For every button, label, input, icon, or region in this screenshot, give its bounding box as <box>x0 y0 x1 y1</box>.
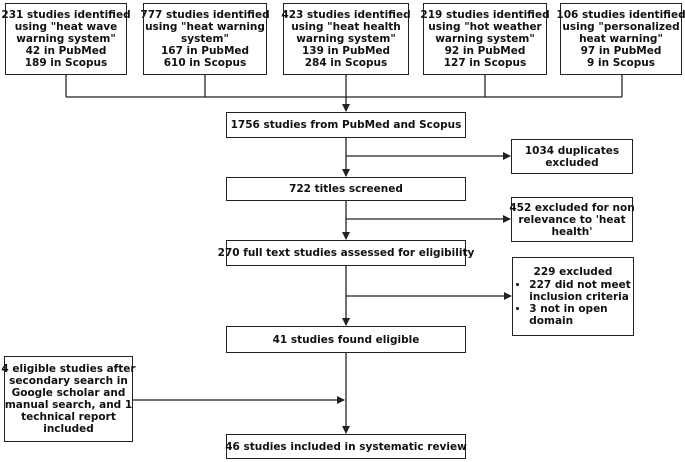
box-line: using "heat warning <box>145 21 265 33</box>
reason-line: inclusion criteria <box>529 291 629 303</box>
duplicates-excluded-box: 1034 duplicates excluded <box>511 139 633 174</box>
box-line: 106 studies identified <box>556 9 685 21</box>
box-line: 777 studies identified <box>140 9 270 21</box>
box-line: 9 in Scopus <box>587 57 655 69</box>
box-line: 423 studies identified <box>281 9 411 21</box>
box-line: 42 in PubMed <box>25 45 107 57</box>
box-line: system" <box>181 33 229 45</box>
combined-box: 1756 studies from PubMed and Scopus <box>226 112 466 138</box>
box-line: warning system" <box>435 33 535 45</box>
box-text: 41 studies found eligible <box>272 333 420 346</box>
box-line: using "hot weather <box>428 21 542 33</box>
exclusion-title: 229 excluded <box>533 266 613 278</box>
secondary-search-box: 4 eligible studies after secondary searc… <box>1 356 136 442</box>
box-line: 97 in PubMed <box>580 45 662 57</box>
box-line: 231 studies identified <box>1 9 131 21</box>
box-line: 4 eligible studies after <box>1 363 136 375</box>
box-line: using "heat wave <box>14 21 118 33</box>
reason-line: 3 not in open <box>529 303 608 315</box>
exclusion-reasons-list: 227 did not meet inclusion criteria 3 no… <box>515 279 630 327</box>
search-box-heat-warning: 777 studies identified using "heat warni… <box>140 3 270 75</box>
box-line: 127 in Scopus <box>443 57 527 69</box>
search-box-hot-weather: 219 studies identified using "hot weathe… <box>420 3 550 75</box>
box-line: health' <box>551 225 593 238</box>
box-line: excluded <box>545 156 599 169</box>
list-item: 227 did not meet inclusion criteria <box>529 279 630 303</box>
box-line: 610 in Scopus <box>163 57 247 69</box>
search-box-heat-health: 423 studies identified using "heat healt… <box>281 3 411 75</box>
box-line: using "personalized <box>562 21 680 33</box>
non-relevance-excluded-box: 452 excluded for non relevance to 'heat … <box>509 197 635 242</box>
box-text: 270 full text studies assessed for eligi… <box>217 247 475 259</box>
box-text: 722 titles screened <box>289 183 403 195</box>
eligible-box: 41 studies found eligible <box>226 326 466 353</box>
reason-line: 227 did not meet <box>529 279 631 291</box>
box-line: warning system" <box>16 33 116 45</box>
box-line: 92 in PubMed <box>444 45 526 57</box>
search-box-personalized: 106 studies identified using "personaliz… <box>556 3 685 75</box>
box-text: 46 studies included in systematic review <box>225 440 467 453</box>
box-line: heat warning" <box>579 33 663 45</box>
box-line: secondary search in <box>9 375 128 387</box>
box-line: 189 in Scopus <box>24 57 108 69</box>
criteria-excluded-box: 229 excluded 227 did not meet inclusion … <box>512 257 634 336</box>
box-line: 452 excluded for non <box>509 201 635 214</box>
box-line: 1034 duplicates <box>524 144 620 157</box>
list-item: 3 not in open domain <box>529 303 630 327</box>
full-text-box: 270 full text studies assessed for eligi… <box>218 240 474 266</box>
reason-line: domain <box>529 315 574 327</box>
box-line: included <box>43 423 94 435</box>
search-box-heat-wave: 231 studies identified using "heat wave … <box>1 3 131 75</box>
box-line: using "heat health <box>291 21 401 33</box>
titles-screened-box: 722 titles screened <box>226 177 466 201</box>
box-line: Google scholar and <box>11 387 126 399</box>
box-line: manual search, and 1 <box>4 399 133 411</box>
box-line: 167 in PubMed <box>160 45 250 57</box>
box-line: 219 studies identified <box>420 9 550 21</box>
box-text: 1756 studies from PubMed and Scopus <box>230 119 462 131</box>
box-line: 284 in Scopus <box>304 57 388 69</box>
box-line: relevance to 'heat <box>518 213 626 226</box>
box-line: warning system" <box>296 33 396 45</box>
box-line: technical report <box>21 411 116 423</box>
box-line: 139 in PubMed <box>301 45 391 57</box>
included-box: 46 studies included in systematic review <box>225 434 467 459</box>
